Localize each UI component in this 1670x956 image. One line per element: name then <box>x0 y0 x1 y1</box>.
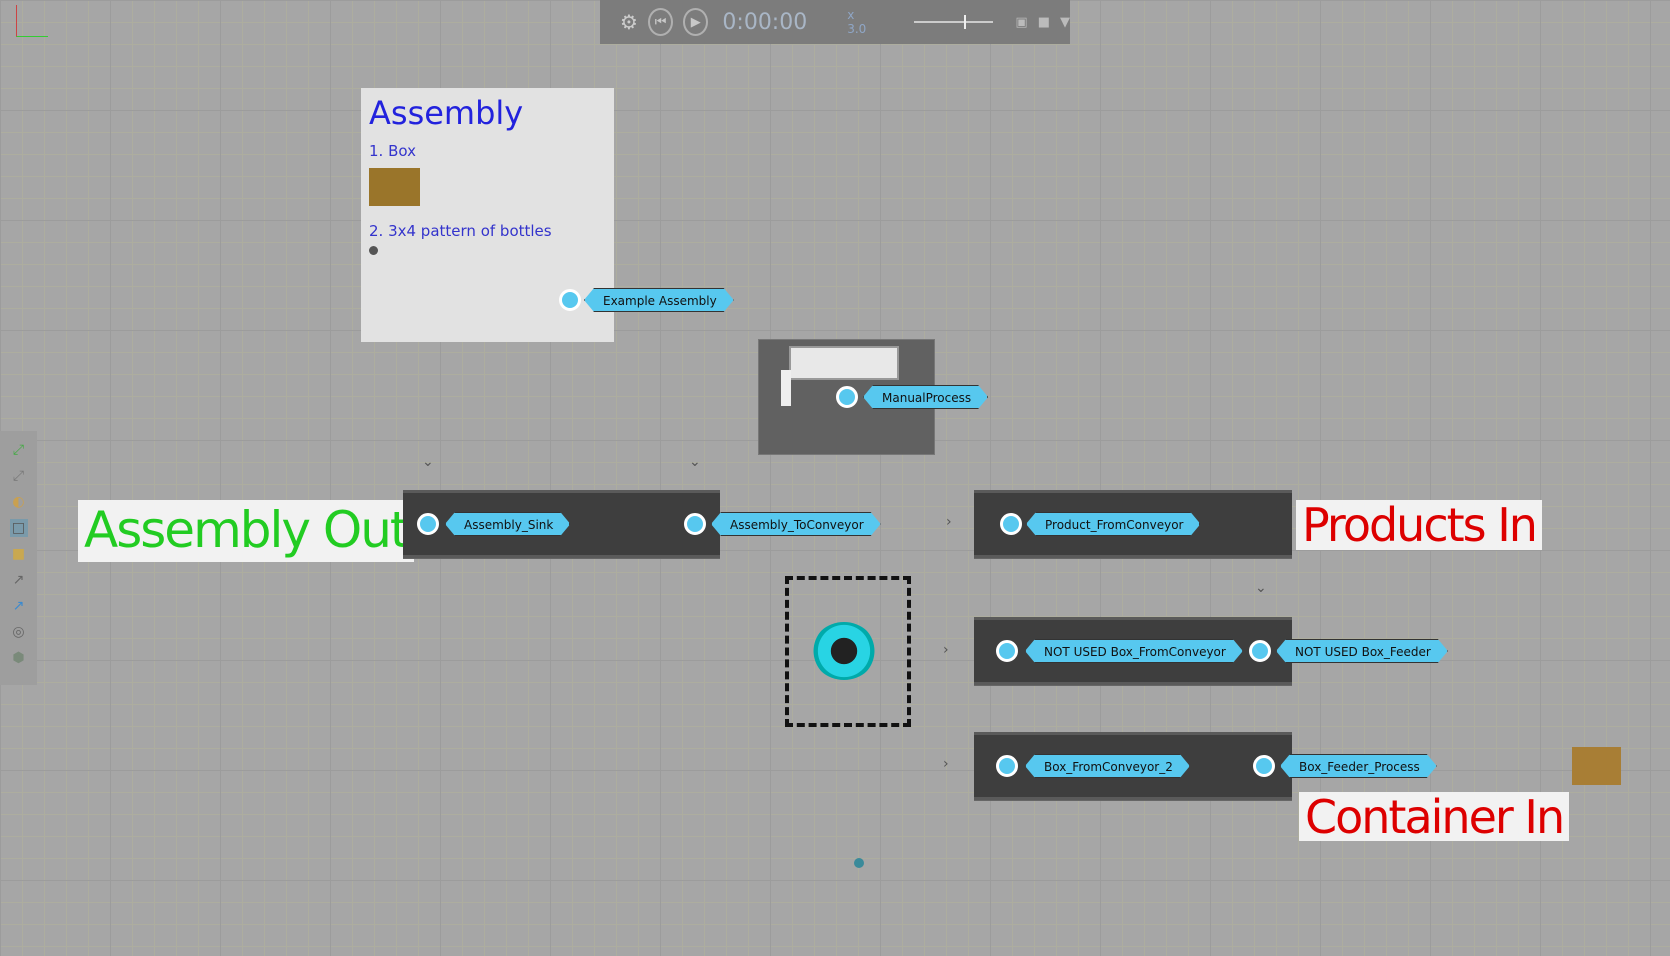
example-assembly-tag[interactable]: Example Assembly <box>584 288 734 312</box>
assembly-sink-port[interactable] <box>417 513 439 535</box>
not-used-box-from-conveyor-tag[interactable]: NOT USED Box_FromConveyor <box>1025 639 1243 663</box>
fit-all-icon[interactable]: ⤢ <box>12 442 25 458</box>
left-toolbar: ⤢ ⤢ ◐ □ ■ ↗ ↗ ◎ ⬢ <box>0 431 37 685</box>
box-feeder-process-tag[interactable]: Box_Feeder_Process <box>1280 754 1437 778</box>
axis-indicator <box>16 5 48 37</box>
skip-back-icon[interactable]: ⏮ <box>647 8 674 36</box>
assembly-out-sign: Assembly Out <box>78 500 414 562</box>
box-view-icon[interactable]: □ <box>9 519 28 537</box>
cube-icon[interactable]: ⬢ <box>12 650 25 666</box>
manual-process-station[interactable] <box>758 339 935 455</box>
simulation-toolbar: ⚙ ⏮ ▶ 0:00:00 x 3.0 ▣ ■ ▼ <box>600 0 1070 44</box>
robot-icon[interactable] <box>812 622 876 680</box>
not-used-box-from-conveyor-port[interactable] <box>996 640 1018 662</box>
pdf-icon[interactable]: ▣ <box>1015 14 1028 30</box>
shading-icon[interactable]: ■ <box>11 546 26 562</box>
not-used-box-feeder-port[interactable] <box>1249 640 1271 662</box>
box-from-conveyor-2-port[interactable] <box>996 755 1018 777</box>
assembly-to-conveyor-port[interactable] <box>684 513 706 535</box>
lights-icon[interactable]: ◐ <box>12 494 25 510</box>
container-in-sign: Container In <box>1299 792 1570 841</box>
speed-label: x 3.0 <box>847 8 867 36</box>
chevron-down-icon: ⌄ <box>422 454 434 470</box>
chevron-right-icon: › <box>943 642 949 658</box>
fit-selection-icon[interactable]: ⤢ <box>12 468 25 484</box>
box-swatch <box>369 168 420 206</box>
manual-process-port[interactable] <box>836 386 858 408</box>
gear-icon[interactable]: ⚙ <box>620 10 638 34</box>
box-from-conveyor-2-tag[interactable]: Box_FromConveyor_2 <box>1025 754 1190 778</box>
assembly-title: Assembly <box>369 94 524 132</box>
box-item <box>1572 747 1621 785</box>
marker-dot <box>854 858 864 868</box>
manual-process-tag[interactable]: ManualProcess <box>863 385 988 409</box>
chevron-down-icon: ⌄ <box>689 454 701 470</box>
sim-time: 0:00:00 <box>722 9 808 35</box>
robot-selection-box[interactable] <box>785 576 911 727</box>
box-feeder-process-port[interactable] <box>1253 755 1275 777</box>
product-from-conveyor-tag[interactable]: Product_FromConveyor <box>1026 512 1200 536</box>
chevron-down-icon: ⌄ <box>1255 580 1267 596</box>
chevron-right-icon: › <box>943 756 949 772</box>
axis-icon[interactable]: ↗ <box>12 572 25 588</box>
example-assembly-port[interactable] <box>559 289 581 311</box>
chevron-right-icon: › <box>946 514 952 530</box>
products-in-sign: Products In <box>1296 500 1542 550</box>
speed-slider[interactable] <box>913 15 994 29</box>
assembly-to-conveyor-tag[interactable]: Assembly_ToConveyor <box>711 512 881 536</box>
camera-icon[interactable]: ■ <box>1037 14 1050 30</box>
snap-icon[interactable]: ◎ <box>12 624 25 640</box>
assembly-item-2: 2. 3x4 pattern of bottles <box>369 222 552 240</box>
assembly-sink-tag[interactable]: Assembly_Sink <box>445 512 570 536</box>
bottle-icon <box>369 246 378 255</box>
not-used-box-feeder-tag[interactable]: NOT USED Box_Feeder <box>1276 639 1448 663</box>
assembly-note-panel[interactable]: Assembly 1. Box 2. 3x4 pattern of bottle… <box>361 88 614 342</box>
assembly-item-1: 1. Box <box>369 142 416 160</box>
world-axis-icon[interactable]: ↗ <box>12 598 25 614</box>
product-from-conveyor-port[interactable] <box>1000 513 1022 535</box>
play-icon[interactable]: ▶ <box>683 8 709 36</box>
vr-icon[interactable]: ▼ <box>1060 14 1070 30</box>
